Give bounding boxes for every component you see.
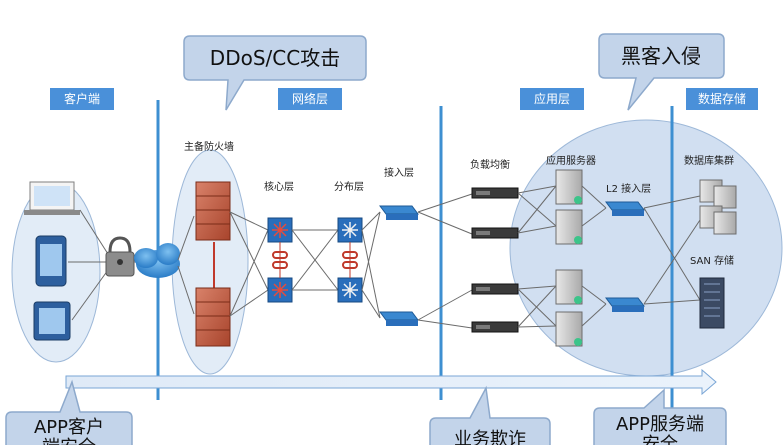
callout-app-server-line1: APP服务端 <box>616 414 704 435</box>
firewall-primary-icon <box>195 181 231 241</box>
callout-hacker-text: 黑客入侵 <box>621 44 701 68</box>
label-db-cluster: 数据库集群 <box>684 154 734 167</box>
load-balancer-2-icon <box>471 227 519 239</box>
core-switch-bottom-icon <box>267 277 293 303</box>
zone-tag-network: 网络层 <box>278 88 342 110</box>
load-balancer-3-icon <box>471 283 519 295</box>
load-balancer-4-icon <box>471 321 519 333</box>
label-app-server: 应用服务器 <box>546 154 596 167</box>
app-server-4-icon <box>555 311 583 347</box>
database-cluster-icon <box>699 179 737 235</box>
callout-business-fraud-text: 业务欺诈 <box>454 429 526 445</box>
label-core: 核心层 <box>264 180 294 193</box>
label-access: 接入层 <box>384 166 414 179</box>
access-switch-top-icon <box>379 205 419 220</box>
zone-tag-storage: 数据存储 <box>686 88 758 110</box>
callout-ddos: DDoS/CC攻击 <box>183 35 367 111</box>
callout-app-server: APP服务端 安全 <box>593 388 727 445</box>
distribution-switch-top-icon <box>337 217 363 243</box>
label-load-balance: 负载均衡 <box>470 158 510 171</box>
distribution-switch-bottom-icon <box>337 277 363 303</box>
zone-tag-client: 客户端 <box>50 88 114 110</box>
flow-arrow <box>65 368 717 396</box>
callout-app-server-line2: 安全 <box>642 434 678 445</box>
label-l2-access: L2 接入层 <box>606 182 651 195</box>
tablet-icon <box>33 301 71 341</box>
callout-app-client-line2: 端安全 <box>42 437 96 445</box>
callout-ddos-text: DDoS/CC攻击 <box>210 46 340 70</box>
callout-app-client-line1: APP客户 <box>34 417 104 438</box>
phone-icon <box>35 235 67 287</box>
app-server-2-icon <box>555 209 583 245</box>
app-server-3-icon <box>555 269 583 305</box>
label-firewall: 主备防火墙 <box>184 140 234 153</box>
access-switch-bottom-icon <box>379 311 419 326</box>
firewall-standby-icon <box>195 287 231 347</box>
zone-tag-application: 应用层 <box>520 88 584 110</box>
l2-switch-bottom-icon <box>605 297 645 312</box>
label-san: SAN 存储 <box>690 254 734 267</box>
callout-app-client: APP客户 端安全 <box>5 379 133 445</box>
label-distribution: 分布层 <box>334 181 364 193</box>
lock-icon <box>105 236 135 277</box>
load-balancer-1-icon <box>471 187 519 199</box>
callout-hacker: 黑客入侵 <box>598 33 725 111</box>
san-storage-icon <box>699 277 725 329</box>
cloud-icon <box>134 243 180 278</box>
l2-switch-top-icon <box>605 201 645 216</box>
callout-business-fraud: 业务欺诈 <box>429 385 551 445</box>
core-switch-top-icon <box>267 217 293 243</box>
app-server-1-icon <box>555 169 583 205</box>
laptop-icon <box>24 181 80 215</box>
